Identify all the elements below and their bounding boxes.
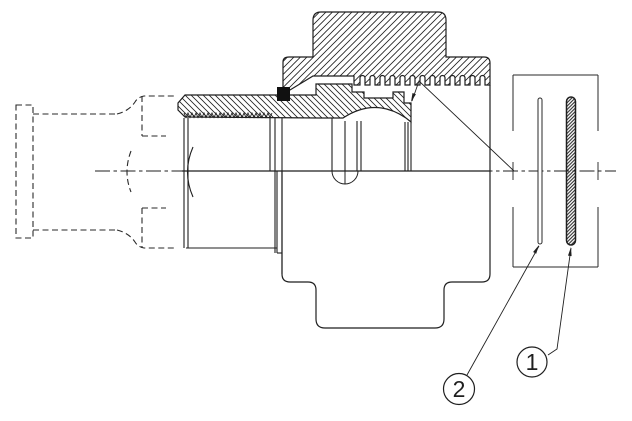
phantom-hose-outline <box>15 95 176 249</box>
leader-arrowheads <box>411 93 572 257</box>
arrowhead-item-2 <box>533 245 539 254</box>
gasket-strip-item-1 <box>565 96 577 246</box>
seal-square <box>277 87 290 101</box>
ball-detent-semicircle <box>331 170 359 185</box>
washer-strip-item-2 <box>537 97 543 245</box>
nut-exterior-lower <box>281 85 491 329</box>
arrowhead-seal-groove <box>411 93 416 102</box>
balloon-1-label: 1 <box>526 349 539 375</box>
swivel-nut-section <box>276 11 491 329</box>
balloon-2-label: 2 <box>453 376 466 402</box>
arrowhead-item-1 <box>568 247 572 257</box>
swivel-nut-body <box>282 11 491 91</box>
male-fitting-section <box>177 83 412 274</box>
male-fitting-body <box>177 83 412 124</box>
leader-line-balloon-1 <box>547 247 572 356</box>
balloon-2: 2 <box>442 372 476 406</box>
leader-lines <box>411 80 572 376</box>
thread-serration <box>183 111 273 119</box>
leader-line-balloon-2 <box>466 245 540 376</box>
fitting-edge-lines <box>183 118 412 274</box>
nut-lower-edge-lines <box>276 171 282 254</box>
balloon-1: 1 <box>516 346 548 378</box>
hex-flat-arc <box>186 146 194 198</box>
phantom-hex-arc <box>126 150 132 193</box>
leader-line-seal-groove <box>411 80 515 172</box>
